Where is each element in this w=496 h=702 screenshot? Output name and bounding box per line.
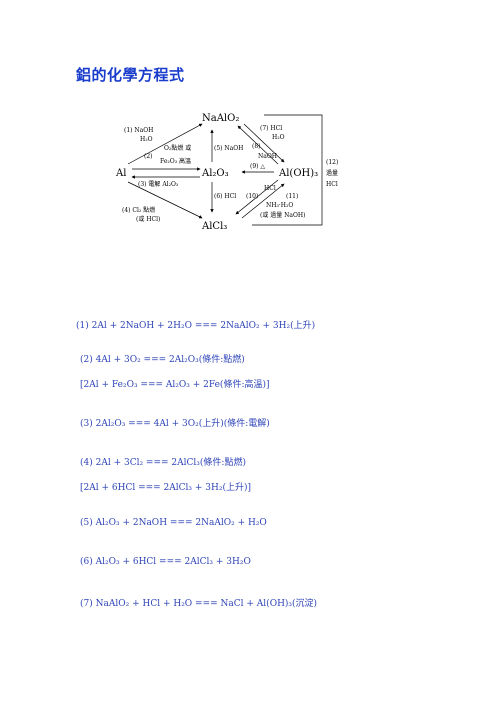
node-naalo2: NaAlO₂ (202, 113, 239, 124)
arrow-7 (243, 123, 285, 163)
label-6: (6) HCl (214, 193, 236, 200)
arrow-4 (127, 181, 203, 219)
equation-7: (7) NaAlO₂ + HCl + H₂O === NaCl + Al(OH)… (80, 599, 318, 609)
arrow-1 (127, 123, 203, 165)
label-2b: (2) (144, 153, 153, 160)
equation-6: (6) Al₂O₃ + 6HCl === 2AlCl₃ + 3H₂O (80, 557, 251, 567)
node-alcl3: AlCl₃ (201, 221, 227, 232)
label-7a: (7) HCl (260, 125, 282, 132)
label-12b: 過量 (326, 169, 338, 177)
label-10: (10) (246, 193, 258, 200)
label-1b: H₂O (140, 136, 153, 143)
label-1a: (1) NaOH (124, 127, 153, 134)
label-4a: (4) Cl₂ 點燃 (122, 206, 155, 214)
arrow-11 (241, 183, 285, 219)
label-7b: H₂O (272, 134, 285, 141)
equation-5: (5) Al₂O₃ + 2NaOH === 2NaAlO₂ + H₂O (80, 518, 267, 528)
aluminum-reaction-diagram: Al NaAlO₂ Al₂O₃ Al(OH)₃ AlCl₃ (1) NaOH H… (115, 113, 338, 232)
label-12a: (12) (326, 159, 338, 166)
equation-3: (3) 2Al₂O₃ === 4Al + 3O₂(上升)(條件:電解) (80, 419, 270, 429)
node-al2o3: Al₂O₃ (201, 168, 229, 179)
arrow-8 (237, 125, 279, 165)
label-9: (9) △ (250, 163, 265, 170)
label-2c: Fe₂O₃ 高溫 (160, 157, 191, 165)
label-11c: (或 過量 NaOH) (260, 211, 305, 219)
label-2a: O₂點燃 或 (164, 144, 191, 152)
label-11b: NH₃·H₂O (266, 202, 293, 209)
arrow-10 (235, 179, 279, 215)
frame-line (252, 114, 323, 226)
node-aloh3: Al(OH)₃ (278, 168, 318, 179)
equation-2-alt: [2Al + Fe₂O₃ === Al₂O₃ + 2Fe(條件:高溫)] (80, 380, 270, 390)
label-11: (11) (286, 193, 298, 200)
equation-1: (1) 2Al + 2NaOH + 2H₂O === 2NaAlO₂ + 3H₂… (76, 321, 316, 331)
label-8b: NaOH (258, 153, 277, 160)
equation-2: (2) 4Al + 3O₂ === 2Al₂O₃(條件:點燃) (80, 355, 245, 365)
label-5: (5) NaOH (214, 145, 243, 152)
label-10b: HCl (264, 185, 276, 192)
equation-4-alt: [2Al + 6HCl === 2AlCl₃ + 3H₂(上升)] (80, 483, 252, 493)
label-3: (3) 電解 Al₂O₃ (138, 180, 179, 188)
node-al: Al (115, 168, 126, 179)
label-12c: HCl (326, 181, 338, 188)
label-4b: (或 HCl) (136, 215, 160, 223)
page-title: 鋁的化學方程式 (76, 66, 185, 84)
equation-4: (4) 2Al + 3Cl₂ === 2AlCl₃(條件:點燃) (80, 458, 246, 468)
label-8a: (8) (252, 143, 261, 150)
